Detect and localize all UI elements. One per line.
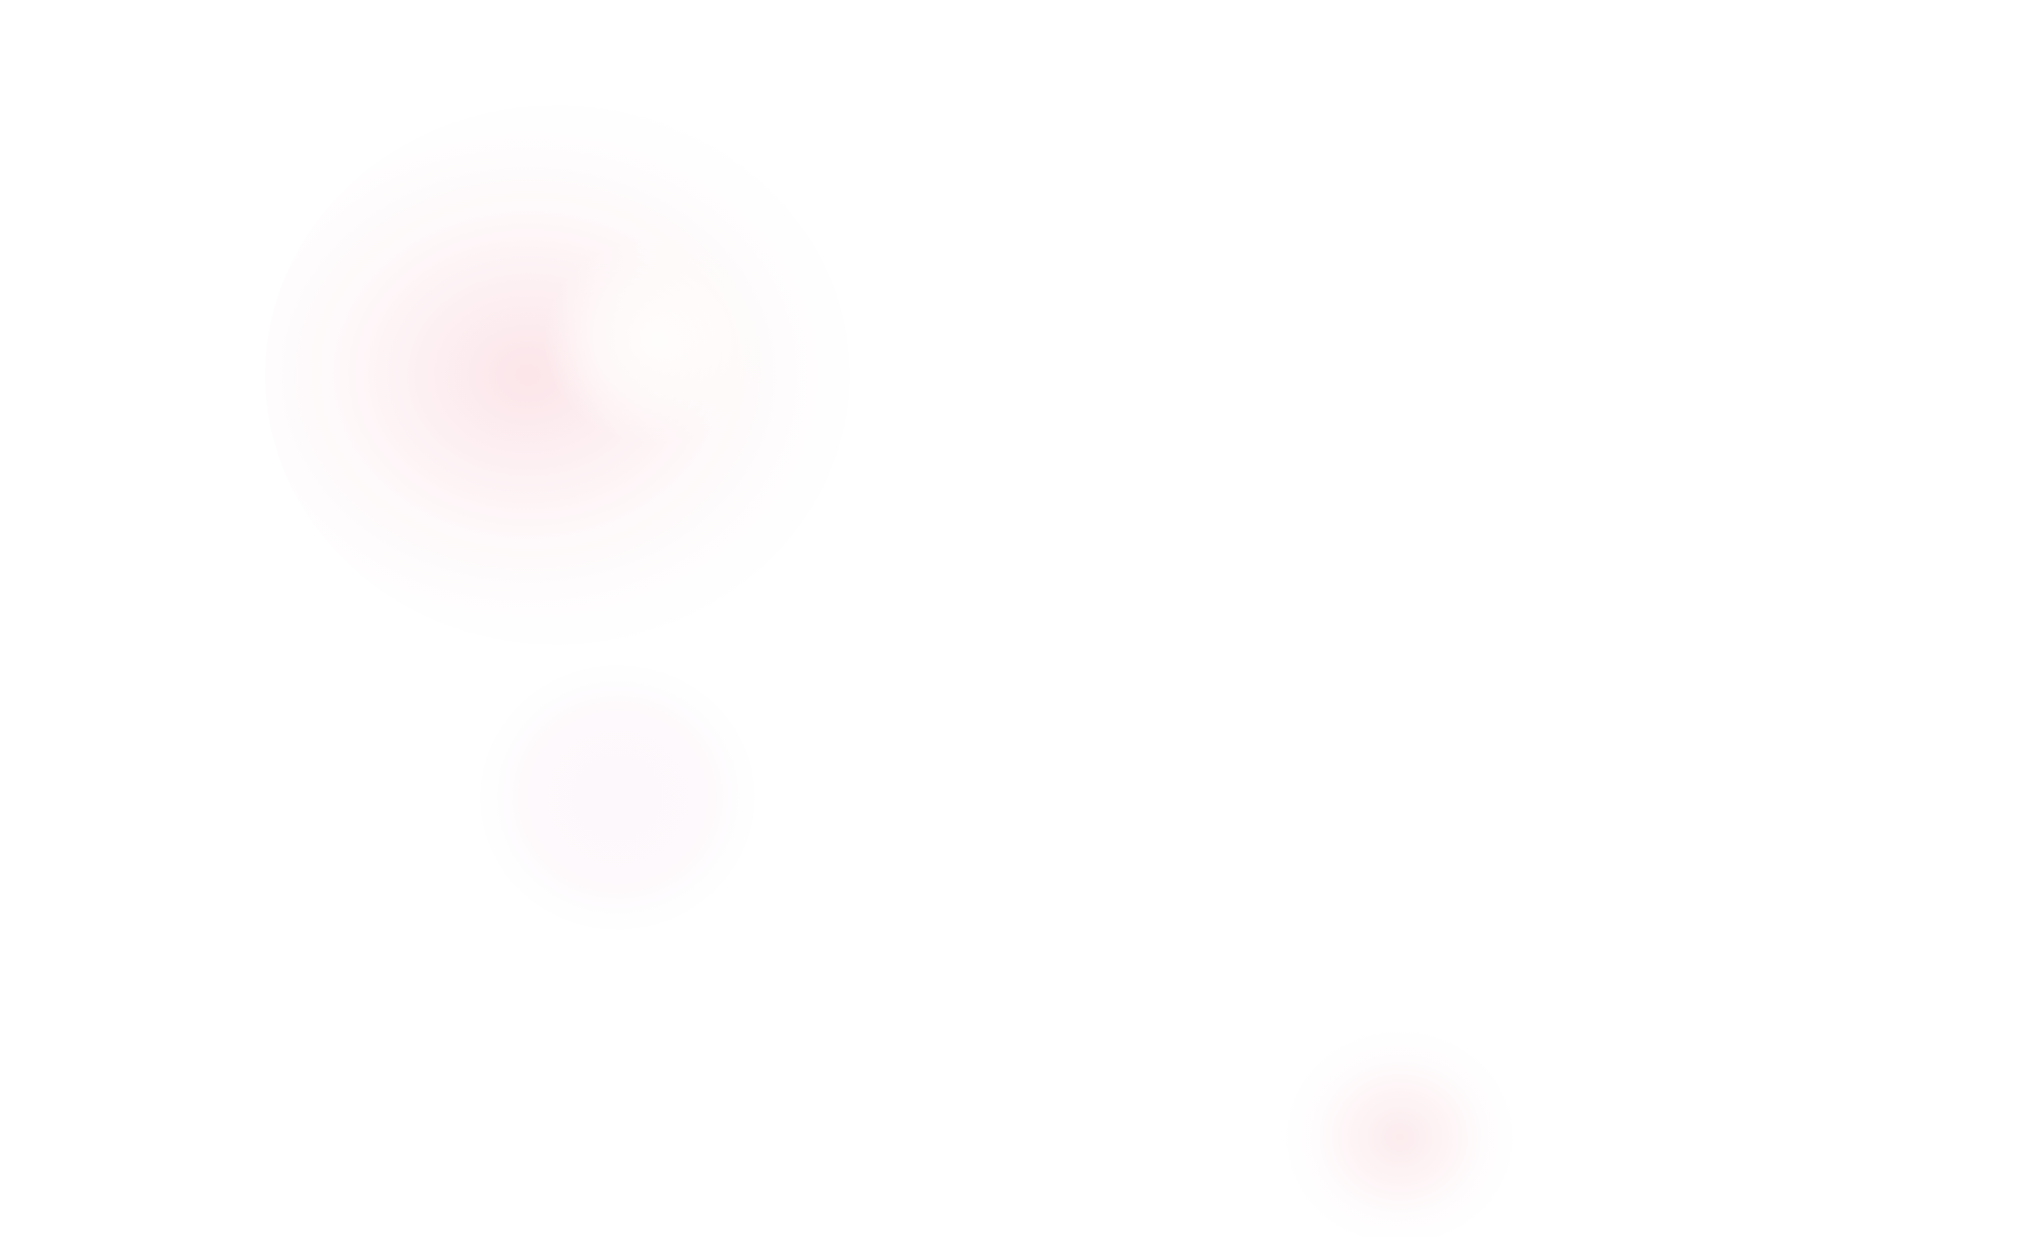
glow-highlight [545,238,770,443]
pink-glow-small [1285,1030,1515,1237]
pink-glow-large [265,105,850,645]
lavender-glow [480,665,755,930]
